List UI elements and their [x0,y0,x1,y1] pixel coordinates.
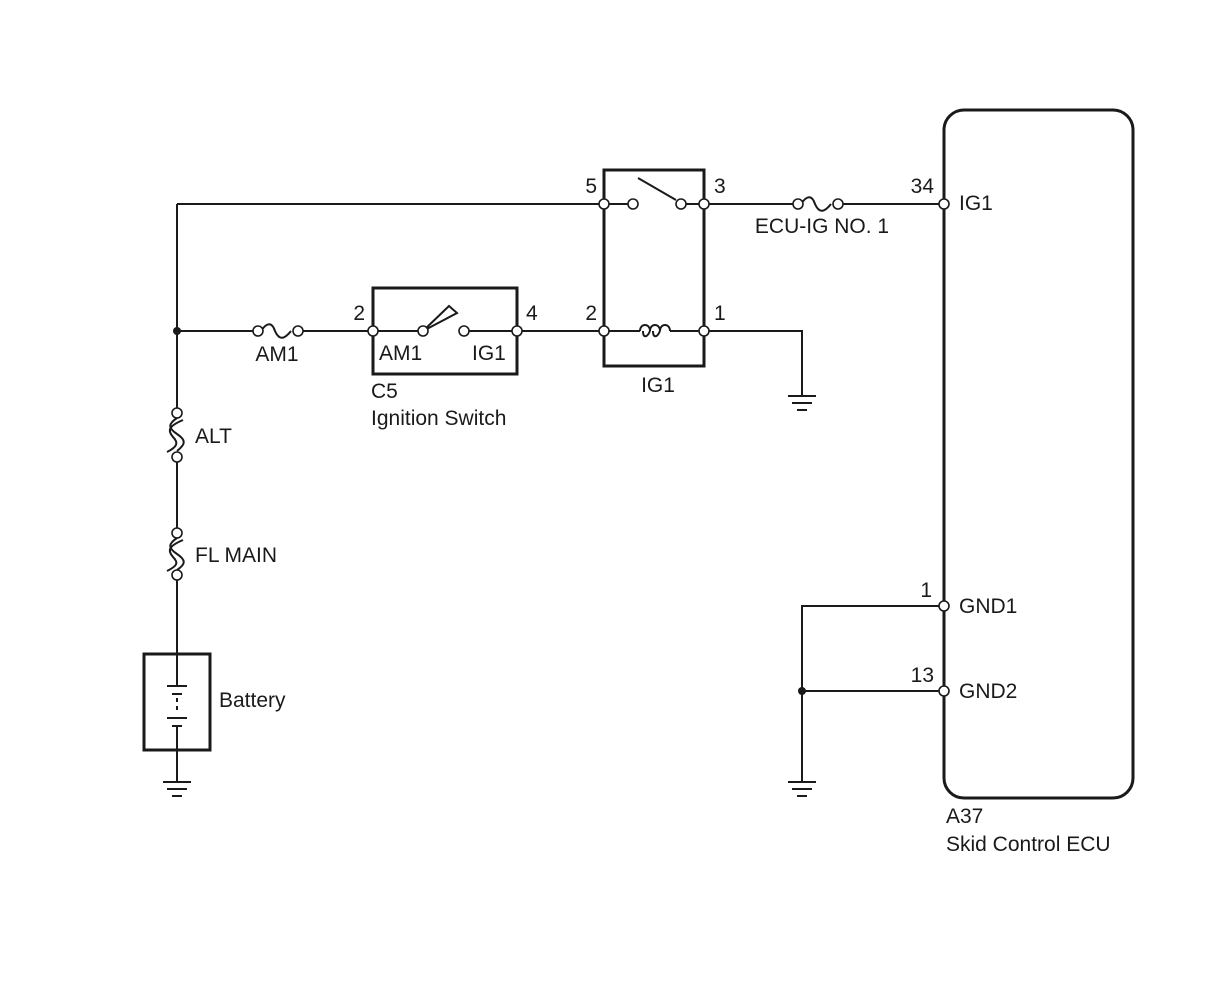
relay-pin3-number: 3 [714,175,726,198]
relay-pin5-number: 5 [585,175,597,198]
ignition-switch-name: Ignition Switch [371,407,506,430]
relay-pin2-number: 2 [585,302,597,325]
ecu-pin-ig1-number: 34 [911,175,935,198]
relay-pin5-terminal [598,198,610,210]
ig1-relay: 5 3 2 1 IG1 [585,168,726,397]
fuse-ecu-ig-terminal-right [832,198,844,210]
relay-switch-blade [637,177,677,201]
fusible-link-alt-terminal-bottom [171,451,183,463]
ecu-pin-ig1-terminal [938,198,950,210]
ignition-switch-blade [422,304,459,332]
relay-pin2-terminal [598,325,610,337]
relay-ground-wire [704,330,803,396]
ignition-switch-contact-right [458,325,470,337]
fusible-link-alt-icon-outline [166,419,184,453]
ground-icon [163,781,191,797]
fusible-link-fl-main-icon-outline [166,539,184,572]
battery: Battery [142,652,286,752]
fusible-link-fl-main-terminal-bottom [171,569,183,581]
fusible-link-fl-main: FL MAIN [166,527,277,581]
fuse-am1: AM1 [252,323,304,366]
ecu-pin-gnd2-number: 13 [911,664,934,687]
fusible-link-alt-label: ALT [195,425,232,448]
ignition-switch-contact-left [417,325,429,337]
ground-icon [788,781,816,797]
fusible-link-alt: ALT [166,407,232,463]
skid-control-ecu: 34 IG1 1 GND1 13 GND2 A37 Skid Control E… [911,108,1135,856]
ground-junction-dot [798,687,806,695]
relay-contact-right [675,198,687,210]
ignition-switch: 2 4 AM1 IG1 C5 Ignition Switch [353,286,538,430]
relay-name: IG1 [641,374,675,397]
fuse-ecu-ig-label: ECU-IG NO. 1 [755,215,889,238]
ignition-switch-pin2-terminal [367,325,379,337]
ecu-pin-gnd1-number: 1 [920,579,932,602]
fuse-am1-label: AM1 [255,343,298,366]
fuse-am1-icon [260,323,292,339]
relay-pin1-terminal [698,325,710,337]
fuse-ecu-ig-terminal-left [792,198,804,210]
relay-pin3-terminal [698,198,710,210]
gnd1-wire [801,605,944,782]
ecu-pin-gnd2-label: GND2 [959,680,1017,703]
ignition-switch-pin4-number: 4 [526,302,538,325]
ecu-connector-code: A37 [946,805,983,828]
ecu-pin-ig1-label: IG1 [959,192,993,215]
relay-box [602,168,706,368]
fuse-ecu-ig: ECU-IG NO. 1 [755,196,889,238]
fusible-link-fl-main-label: FL MAIN [195,544,277,567]
relay-contact-left [627,198,639,210]
ecu-pin-gnd1-label: GND1 [959,595,1017,618]
ignition-switch-pin2-number: 2 [353,302,365,325]
fuse-ecu-ig-icon [800,196,832,212]
bus-junction-dot [173,327,181,335]
fusible-link-fl-main-terminal-top [171,527,183,539]
battery-label: Battery [219,689,286,712]
fuse-am1-terminal-right [292,325,304,337]
ecu-pin-gnd2-terminal [938,685,950,697]
ignition-switch-pin4-terminal [511,325,523,337]
relay-coil-icon [639,324,671,338]
ecu-box [942,108,1135,800]
fusible-link-alt-terminal-top [171,407,183,419]
ecu-name: Skid Control ECU [946,833,1111,856]
ignition-switch-ig1-label: IG1 [472,342,506,365]
ignition-switch-am1-label: AM1 [379,342,422,365]
ignition-switch-code: C5 [371,380,398,403]
fuse-am1-terminal-left [252,325,264,337]
fusible-link-fl-main-icon [169,537,185,571]
relay-pin1-number: 1 [714,302,726,325]
wires [173,203,944,782]
ground-icon [788,395,816,411]
ecu-pin-gnd1-terminal [938,600,950,612]
fusible-link-alt-icon [169,417,185,452]
